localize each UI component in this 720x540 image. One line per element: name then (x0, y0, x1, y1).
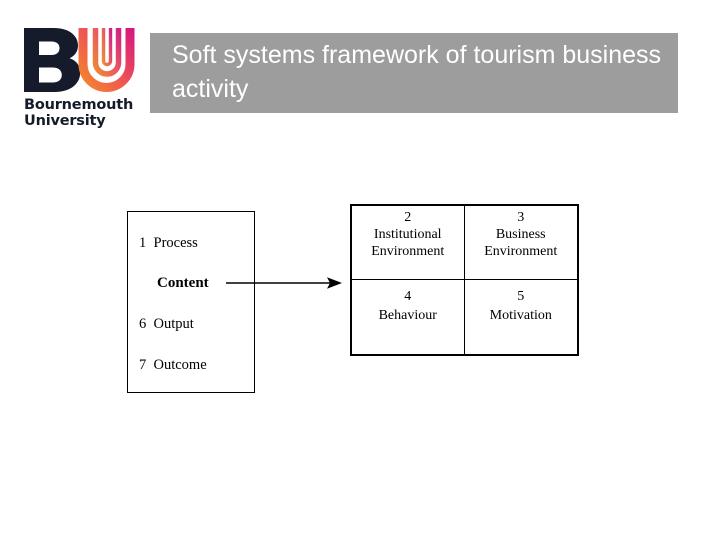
item-label: Outcome (153, 357, 207, 373)
item-number: 6 (139, 316, 147, 332)
quadrant-behaviour: 4 Behaviour (352, 280, 465, 354)
logo-wordmark-line-2: University (24, 112, 106, 129)
quadrant-label: Business Environment (484, 227, 558, 259)
item-label: Process (153, 235, 198, 251)
list-item-content: Content (157, 275, 209, 292)
content-to-environment-arrow-icon (226, 277, 342, 289)
bournemouth-university-logo: Bournemouth University (22, 26, 142, 136)
quadrant-number: 3 (517, 210, 525, 225)
list-item-outcome: 7 Outcome (139, 357, 207, 374)
quadrant-number: 5 (517, 289, 525, 304)
quadrant-number: 2 (404, 210, 412, 225)
logo-wordmark: Bournemouth University (24, 97, 144, 129)
quadrant-label: Institutional Environment (371, 227, 445, 259)
quadrant-label: Behaviour (378, 308, 437, 323)
logo-letter-u (78, 28, 135, 92)
environment-quadrant-grid: 2 Institutional Environment 3 Business E… (350, 204, 579, 356)
quadrant-business-environment: 3 Business Environment (464, 206, 577, 280)
process-content-box: 1 Process Content 6 Output 7 Outcome (127, 211, 255, 393)
logo-wordmark-line-1: Bournemouth (24, 97, 134, 113)
item-number: 1 (139, 235, 147, 251)
list-item-output: 6 Output (139, 316, 194, 333)
slide-title-bar: Soft systems framework of tourism busine… (150, 33, 678, 113)
quadrant-number: 4 (404, 289, 412, 304)
quadrant-label: Motivation (489, 308, 552, 323)
bu-logo-mark (24, 28, 135, 92)
quadrant-institutional-environment: 2 Institutional Environment (352, 206, 465, 280)
logo-letter-b (24, 28, 81, 92)
item-number: 7 (139, 357, 147, 373)
list-item-process: 1 Process (139, 235, 198, 252)
item-label: Content (157, 275, 209, 291)
page-title: Soft systems framework of tourism busine… (172, 41, 662, 103)
quadrant-motivation: 5 Motivation (465, 280, 578, 354)
item-label: Output (153, 316, 194, 332)
